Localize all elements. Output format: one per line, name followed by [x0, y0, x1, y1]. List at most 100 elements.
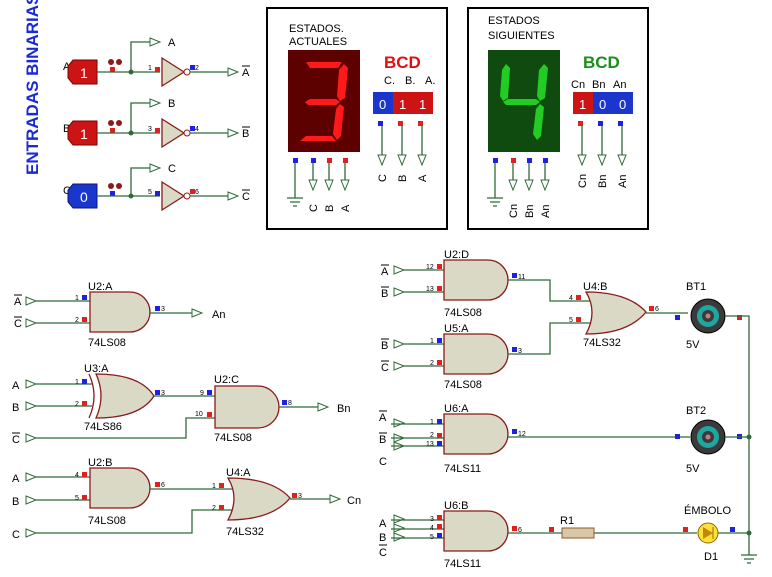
- svg-text:B: B: [12, 402, 19, 414]
- svg-text:2: 2: [75, 401, 79, 408]
- svg-text:1: 1: [75, 295, 79, 302]
- svg-text:4: 4: [430, 525, 434, 532]
- svg-text:5V: 5V: [686, 463, 700, 475]
- svg-text:10: 10: [195, 411, 203, 418]
- svg-text:U6:B: U6:B: [444, 500, 468, 512]
- inverter-b: [161, 117, 186, 149]
- svg-text:A: A: [14, 296, 22, 308]
- svg-text:Cn: Cn: [347, 495, 361, 507]
- svg-text:74LS11: 74LS11: [444, 463, 481, 475]
- svg-text:U4:A: U4:A: [226, 467, 251, 479]
- svg-text:A.: A.: [425, 75, 435, 87]
- gate-u4a: C 1 2 U4:A 74LS32 3 Cn: [12, 467, 361, 541]
- svg-text:6: 6: [195, 189, 199, 196]
- svg-text:0: 0: [599, 97, 606, 112]
- svg-text:1: 1: [399, 97, 406, 112]
- svg-text:B: B: [397, 175, 409, 182]
- logic-state-a-value: 1: [80, 65, 88, 81]
- current-state-panel: ESTADOS. ACTUALES C B A BCD C. B. A. 0 1…: [266, 7, 448, 230]
- svg-text:3: 3: [518, 348, 522, 355]
- input-b-block: B 1 B 3 4 B: [63, 98, 250, 149]
- net-label-b: B: [168, 98, 175, 110]
- resistor-r1: [561, 527, 595, 539]
- svg-text:3: 3: [148, 126, 152, 133]
- svg-text:4: 4: [75, 472, 79, 479]
- input-b-label: B: [63, 123, 70, 135]
- svg-text:A: A: [417, 174, 429, 182]
- svg-text:2: 2: [430, 432, 434, 439]
- svg-text:Cn: Cn: [571, 79, 585, 91]
- svg-text:2: 2: [212, 505, 216, 512]
- motor-bt1: BT1 5V: [675, 281, 750, 555]
- logic-state-a[interactable]: [67, 59, 98, 85]
- led-d1: ÉMBOLO D1: [683, 504, 757, 564]
- motor-bt2: BT2 5V: [675, 405, 752, 475]
- logic-state-c-value: 0: [80, 189, 88, 205]
- svg-text:2: 2: [195, 65, 199, 72]
- svg-text:An: An: [212, 309, 225, 321]
- logic-state-b[interactable]: [67, 120, 98, 146]
- svg-text:12: 12: [518, 431, 526, 438]
- net-label-a: A: [168, 37, 176, 49]
- gate-u2b: A B 4 5 U2:B 74LS08 6: [12, 457, 232, 527]
- svg-text:4: 4: [195, 126, 199, 133]
- svg-text:13: 13: [426, 441, 434, 448]
- bcd-current-bit-b: [393, 92, 413, 114]
- svg-text:1: 1: [579, 97, 586, 112]
- bcd-current-bit-c: [373, 92, 393, 114]
- svg-text:12: 12: [426, 264, 434, 271]
- svg-text:U4:B: U4:B: [583, 281, 607, 293]
- svg-text:0: 0: [619, 97, 626, 112]
- svg-text:A: A: [340, 204, 352, 212]
- svg-text:0: 0: [379, 97, 386, 112]
- svg-text:C: C: [12, 529, 20, 541]
- svg-text:3: 3: [430, 516, 434, 523]
- inverter-a: [161, 56, 186, 88]
- digit-three: [300, 62, 348, 141]
- net-label-c-bar: C: [242, 191, 250, 203]
- svg-text:Cn: Cn: [508, 204, 520, 218]
- svg-text:B: B: [381, 288, 388, 300]
- svg-text:C: C: [379, 547, 387, 559]
- svg-text:5: 5: [569, 317, 573, 324]
- svg-text:C: C: [381, 362, 389, 374]
- svg-text:B: B: [379, 434, 386, 446]
- bcd-current-bit-a: [413, 92, 433, 114]
- svg-text:ÉMBOLO: ÉMBOLO: [684, 504, 732, 517]
- side-title-text: ENTRADAS BINARIAS: [23, 0, 42, 175]
- svg-text:C: C: [379, 456, 387, 468]
- gate-u5a: B C 1 2 U5:A 74LS08 3: [381, 322, 590, 391]
- current-title-1: ESTADOS.: [289, 23, 344, 35]
- svg-text:A: A: [379, 412, 387, 424]
- svg-text:3: 3: [161, 390, 165, 397]
- gate-u3a: A B 1 2 U3:A 74LS86 3: [12, 363, 215, 433]
- svg-text:74LS32: 74LS32: [583, 337, 621, 349]
- svg-text:74LS11: 74LS11: [444, 558, 481, 570]
- logic-state-b-value: 1: [80, 126, 88, 142]
- svg-text:2: 2: [430, 360, 434, 367]
- next-title-2: SIGUIENTES: [488, 30, 555, 42]
- gate-u2c: C 9 10 U2:C 74LS08 8 Bn: [12, 374, 350, 446]
- net-label-c: C: [168, 163, 176, 175]
- logic-state-c[interactable]: [67, 183, 98, 209]
- net-label-a-bar: A: [242, 67, 250, 79]
- input-a-label: A: [63, 61, 71, 73]
- inverter-c: [161, 180, 186, 212]
- svg-text:1: 1: [430, 338, 434, 345]
- svg-text:C: C: [14, 318, 22, 330]
- svg-text:1: 1: [75, 379, 79, 386]
- svg-text:11: 11: [518, 274, 525, 281]
- gate-u4b: 4 5 U4:B 74LS32 6: [569, 281, 688, 349]
- current-bcd-title: BCD: [384, 53, 421, 72]
- svg-text:4: 4: [569, 295, 573, 302]
- svg-text:5V: 5V: [686, 339, 700, 351]
- gate-u2d: A B 12 13 U2:D 74LS08 11: [381, 249, 590, 319]
- svg-text:74LS08: 74LS08: [444, 379, 482, 391]
- svg-text:An: An: [540, 205, 552, 218]
- gate-u2a: A C 1 2 U2:A 74LS08 3 An: [14, 281, 225, 349]
- bcd-next-bit-c: [573, 92, 593, 114]
- svg-text:C.: C.: [384, 75, 395, 87]
- bcd-next-bit-a: [613, 92, 633, 114]
- svg-text:U6:A: U6:A: [444, 403, 469, 415]
